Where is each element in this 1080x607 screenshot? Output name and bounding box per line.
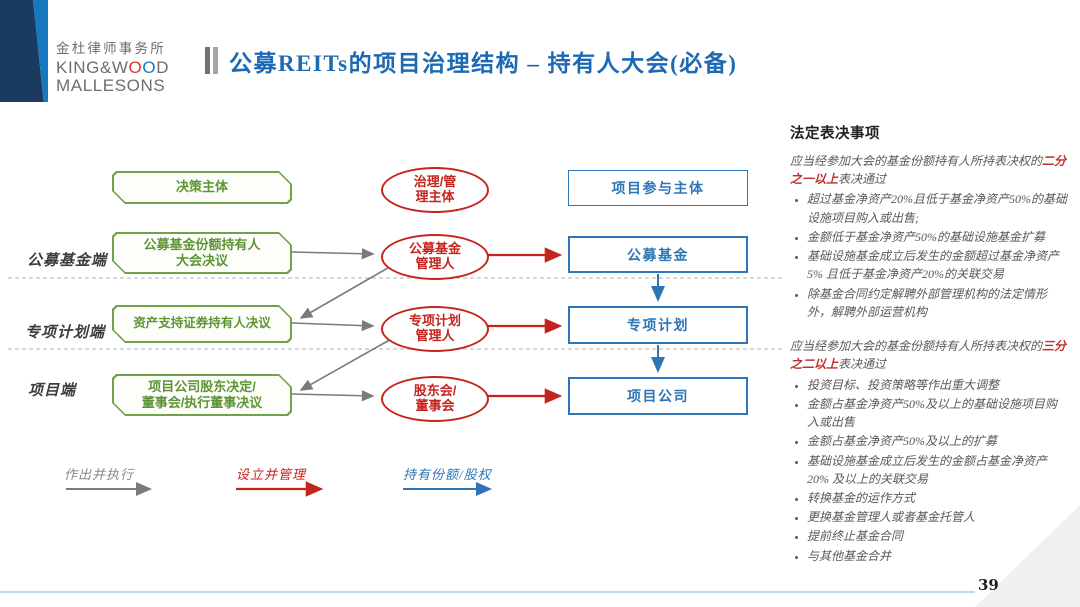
panel-bullet: 金额占基金净资产50%及以上的扩募 [807,432,1068,450]
intro-emphasis: 二分之一以上 [790,154,1067,187]
gray-arrow-box1-to-ellipse1 [291,248,375,260]
green-box-fill [114,307,291,342]
title-accent-bar-light [213,47,218,74]
green-box-company-shareholder-resolution: 项目公司股东决定/ 董事会/执行董事决议 [112,374,292,416]
panel-section-two-thirds-majority: 应当经参加大会的基金份额持有人所持表决权的三分之二以上表决通过 投资目标、投资策… [790,337,1068,565]
kwm-logo: 金杜律师事务所 KING&WOOD MALLESONS [56,41,170,95]
kwm-corner-mark [0,0,48,102]
logo-english-line2: MALLESONS [56,75,166,95]
panel-bullet-list: 超过基金净资产20%且低于基金净资产50%的基础设施项目购入或出售; 金额低于基… [790,190,1068,321]
panel-bullet: 除基金合同约定解聘外部管理机构的法定情形外，解聘外部运营机构 [807,285,1068,321]
panel-bullet: 基础设施基金成立后发生的金额超过基金净资产5% 且低于基金净资产20%的关联交易 [807,247,1068,283]
legend-make-and-execute: 作出并执行 [64,467,135,482]
logo-chinese-name: 金杜律师事务所 [56,41,166,56]
intro-text: 应当经参加大会的基金份额持有人所持表决权的 [790,339,1043,354]
blue-box-public-fund: 公募基金 [568,236,748,273]
intro-emphasis: 三分之二以上 [790,339,1067,372]
statutory-voting-panel: 法定表决事项 应当经参加大会的基金份额持有人所持表决权的二分之一以上表决通过 超… [790,122,1068,566]
page-number: 39 [978,576,999,594]
panel-bullet: 金额低于基金净资产50%的基础设施基金扩募 [807,228,1068,246]
logo-en-pre: KING&W [56,57,129,77]
green-header-label: 决策主体 [175,179,228,195]
ellipse-fund-manager: 公募基金 管理人 [381,234,489,280]
panel-bullet-list: 投资目标、投资策略等作出重大调整 金额占基金净资产50%及以上的基础设施项目购入… [790,376,1068,565]
gray-arrow-box2-to-ellipse2 [291,319,375,332]
row-label-fund-level: 公募基金端 [27,253,108,269]
logo-english-line1: KING&WOOD [56,57,170,77]
panel-bullet: 转换基金的运作方式 [807,489,1068,507]
green-box-fill [114,376,291,415]
panel-bullet: 更换基金管理人或者基金托管人 [807,508,1068,526]
blue-header-project-participants: 项目参与主体 [568,170,748,206]
legend-hold-shares-equity: 持有份额/股权 [403,467,492,482]
panel-section-half-majority: 应当经参加大会的基金份额持有人所持表决权的二分之一以上表决通过 超过基金净资产2… [790,152,1068,321]
panel-bullet: 提前终止基金合同 [807,527,1068,545]
panel-bullet: 投资目标、投资策略等作出重大调整 [807,376,1068,394]
green-box-fill [114,234,291,273]
panel-bullet: 与其他基金合并 [807,547,1068,565]
green-box-label: 公募基金份额持有人 大会决议 [143,236,261,268]
logo-red-o: O [128,57,143,77]
footer-divider-line [0,591,975,593]
gray-arrow-box3-to-ellipse3 [291,390,375,402]
green-box-fill [114,173,291,203]
panel-intro: 应当经参加大会的基金份额持有人所持表决权的二分之一以上表决通过 [790,152,1068,188]
row-label-plan-level: 专项计划端 [25,325,106,341]
gray-arrow-ellipse1-to-box2 [299,264,394,319]
ellipse-shareholder-board: 股东会/ 董事会 [381,376,489,422]
panel-intro: 应当经参加大会的基金份额持有人所持表决权的三分之二以上表决通过 [790,337,1068,373]
panel-bullet: 金额占基金净资产50%及以上的基础设施项目购入或出售 [807,395,1068,431]
ellipse-header-governance-subject: 治理/管 理主体 [381,167,489,213]
intro-text: 应当经参加大会的基金份额持有人所持表决权的 [790,154,1043,168]
ellipse-plan-manager: 专项计划 管理人 [381,306,489,352]
intro-text: 表决通过 [838,357,887,372]
row-label-project-level: 项目端 [28,383,77,399]
panel-bullet: 基础设施基金成立后发生的金额占基金净资产20% 及以上的关联交易 [807,452,1068,488]
blue-box-special-plan: 专项计划 [568,306,748,344]
green-box-label: 资产支持证券持有人决议 [133,316,271,331]
gray-arrow-ellipse2-to-box3 [299,337,394,391]
logo-blue-o: O [142,57,157,77]
green-box-fund-holders-resolution: 公募基金份额持有人 大会决议 [112,232,292,274]
logo-en-post: D [156,57,170,77]
green-header-decision-subject: 决策主体 [112,171,292,204]
page-title: 公募REITs的项目治理结构 – 持有人大会(必备) [229,51,738,76]
legend-establish-and-manage: 设立并管理 [236,467,307,482]
panel-heading: 法定表决事项 [790,126,880,142]
green-box-abs-holders-resolution: 资产支持证券持有人决议 [112,305,292,343]
panel-bullet: 超过基金净资产20%且低于基金净资产50%的基础设施项目购入或出售; [807,190,1068,226]
green-box-label: 项目公司股东决定/ 董事会/执行董事决议 [141,378,263,410]
intro-text: 表决通过 [838,172,887,187]
title-accent-bar-dark [205,47,210,74]
blue-box-project-company: 项目公司 [568,377,748,415]
